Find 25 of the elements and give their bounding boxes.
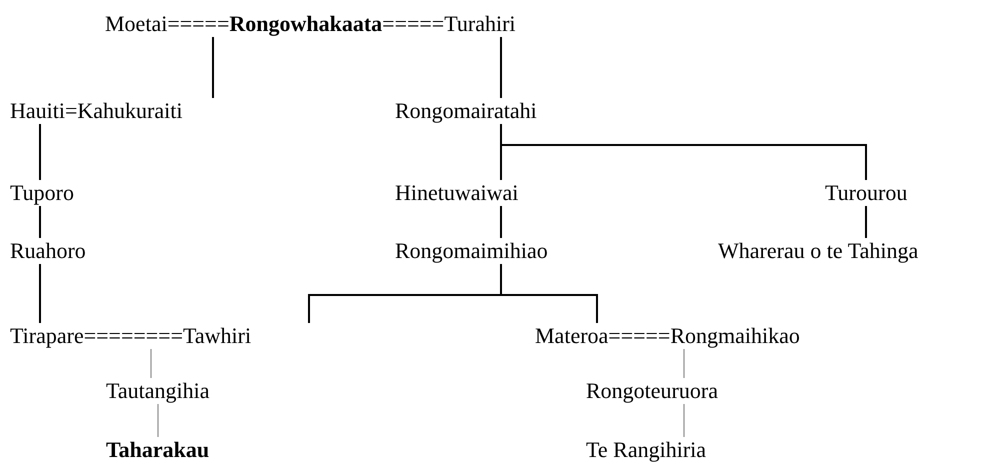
person-name: Turourou	[825, 180, 908, 206]
person-name: Hinetuwaiwai	[395, 180, 518, 206]
person-name: Wharerau o te Tahinga	[718, 238, 918, 264]
lineage-line	[500, 37, 502, 98]
lineage-line	[150, 348, 152, 378]
person-name: Tautangihia	[106, 378, 210, 404]
person-name: Ruahoro	[10, 238, 86, 264]
lineage-line	[39, 124, 41, 180]
person-name: Rongoteuruora	[586, 378, 718, 404]
lineage-line	[39, 206, 41, 238]
person-name: Tirapare========Tawhiri	[10, 323, 252, 349]
person-name: Rongomairatahi	[395, 98, 537, 124]
lineage-line	[865, 206, 867, 238]
person-name: Taharakau	[106, 437, 210, 463]
lineage-line	[500, 124, 867, 180]
lineage-line	[500, 206, 502, 238]
person-name: Hauiti=Kahukuraiti	[10, 98, 182, 124]
person-name: Rongomaimihiao	[395, 238, 548, 264]
person-name: Te Rangihiria	[586, 437, 706, 463]
person-name: Tuporo	[10, 180, 74, 206]
lineage-line	[39, 264, 41, 323]
person-name: Materoa=====Rongmaihikao	[535, 323, 800, 349]
lineage-line	[212, 37, 214, 98]
lineage-line	[500, 264, 598, 323]
person-name: Moetai=====Rongowhakaata=====Turahiri	[105, 11, 516, 37]
